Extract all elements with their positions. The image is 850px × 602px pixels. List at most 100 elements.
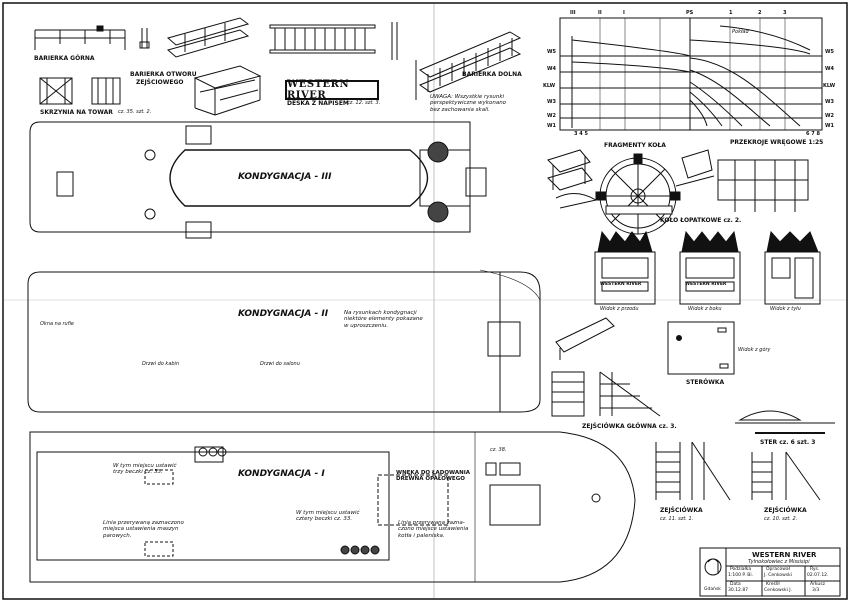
- wheel-fragments: [547, 149, 715, 209]
- station-3: PS: [686, 10, 694, 16]
- wheel-side-frame: [717, 159, 809, 212]
- wl-bottom-left: 3 4 5: [574, 131, 588, 137]
- tb-r1v-2: 02.07.12.: [807, 573, 829, 578]
- note-linia-1: Linia przerywaną zaznaczono miejsca usta…: [103, 520, 184, 539]
- label-barierka-gorna: BARIERKA GÓRNA: [34, 55, 95, 62]
- label-kondygnacja-1: KONDYGNACJA - I: [238, 469, 325, 479]
- label-zejsciowka-b: ZEJŚCIÓWKA: [764, 507, 807, 514]
- wl-bottom-right: 6 7 8: [806, 131, 820, 137]
- wl-right-5: W1: [825, 123, 834, 129]
- tb-r1v-0: 1:100 P. Bi.: [728, 573, 754, 578]
- label-cz38: cz. 38.: [490, 447, 507, 453]
- stairs-small: [655, 441, 821, 501]
- wl-right-2: KLW: [823, 83, 836, 89]
- deck-3-plan: [29, 121, 487, 239]
- tb-r2-1: Kreślił: [766, 582, 780, 587]
- label-barierka-otworu: BARIERKA OTWORU: [130, 71, 197, 78]
- label-poklad: Pokład: [732, 29, 749, 35]
- label-skrzynia: SKRZYNIA NA TOWAR: [40, 109, 113, 116]
- wl-left-4: W2: [547, 113, 556, 119]
- label-widok-z-gory: Widok z góry: [738, 347, 771, 353]
- label-drzwi-do-salonu: Drzwi do salonu: [260, 361, 300, 367]
- station-5: 2: [758, 10, 762, 16]
- note-wneka: WNĘKA DO ŁADOWANIA DREWNA OPAŁOWEGO: [396, 470, 471, 483]
- station-0: III: [570, 10, 576, 16]
- deck-2-plan: [27, 269, 541, 413]
- wl-left-2: KLW: [543, 83, 556, 89]
- note-uwaga: UWAGA: Wszystkie rysunki perspektywiczne…: [430, 94, 507, 113]
- tb-r2-0: Data: [730, 582, 741, 587]
- label-kolo-lopatkowe: KOŁO ŁOPATKOWE cz. 2.: [660, 217, 742, 224]
- tb-r2v-0: 30.12.87: [728, 588, 749, 593]
- label-kondygnacja-3: KONDYGNACJA - III: [238, 172, 332, 182]
- wl-right-0: W5: [825, 49, 834, 55]
- barierka-dolna-drawing: [415, 31, 522, 100]
- label-okna-na-rufie: Okna na rufie: [40, 321, 75, 327]
- note-uproszczenia: Na rysunkach kondygnacji niektóre elemen…: [344, 310, 423, 329]
- wl-left-5: W1: [547, 123, 556, 129]
- label-deska-part: cz. 12. szt. 3.: [347, 100, 381, 106]
- wl-left-3: W3: [547, 99, 556, 105]
- label-widok-z-tylu: Widok z tyłu: [770, 306, 801, 312]
- label-barierka-dolna: BARIERKA DOLNA: [462, 71, 522, 78]
- wheelhouse-side: [679, 230, 741, 305]
- label-sterowka: STERÓWKA: [686, 379, 725, 386]
- skrzynia-drawing: [39, 77, 121, 105]
- label-skrzynia-part: cz. 35. szt. 2.: [118, 109, 152, 115]
- label-przekroje: PRZEKROJE WRĘGOWE 1:25: [730, 139, 824, 146]
- label-zejsciowka-glowna: ZEJŚCIÓWKA GŁÓWNA cz. 3.: [582, 423, 677, 430]
- wheelhouse-rear: [764, 230, 821, 305]
- tb-r2v-1: Cenkowski J.: [764, 588, 793, 593]
- label-ster: STER cz. 6 szt. 3: [760, 439, 816, 446]
- tb-place: Gdańsk: [704, 587, 721, 592]
- title-block-frame: [699, 547, 841, 597]
- tb-r1-0: Podziałka: [730, 567, 752, 572]
- paddle-wheel: [595, 153, 681, 235]
- wl-right-1: W4: [825, 66, 834, 72]
- tb-r1-2: Rys.: [810, 567, 820, 572]
- note-beczki-2: W tym miejscu ustawić cztery beczki cz. …: [296, 510, 360, 523]
- wheelhouse-front: [594, 230, 656, 305]
- wl-right-4: W2: [825, 113, 834, 119]
- tb-r1v-1: J. Cenkowski: [764, 573, 793, 578]
- label-widok-z-boku: Widok z boku: [688, 306, 722, 312]
- label-zejsciowego: ZEJŚCIOWEGO: [136, 79, 184, 86]
- tb-r1-1: Opracował: [766, 567, 790, 572]
- title-block-subtitle: Tylnokołowiec z Missisipi: [748, 559, 810, 565]
- plate-front: WESTERN RIVER: [600, 282, 642, 287]
- label-widok-z-przodu: Widok z przodu: [600, 306, 639, 312]
- plate-side: WESTERN RIVER: [685, 282, 727, 287]
- station-6: 3: [783, 10, 787, 16]
- note-linia-2: Linia przerywaną zazna- czono miejsce us…: [398, 520, 469, 539]
- label-zejsciowka-a: ZEJŚCIÓWKA: [660, 507, 703, 514]
- label-deska-z-napisem: DESKA Z NAPISEM: [287, 100, 349, 107]
- wl-right-3: W3: [825, 99, 834, 105]
- label-drzwi-do-kabin: Drzwi do kabin: [142, 361, 180, 367]
- station-2: I: [623, 10, 625, 16]
- station-1: II: [598, 10, 602, 16]
- note-beczki-1: W tym miejscu ustawić trzy beczki cz. 33…: [113, 463, 177, 476]
- barierka-front-view: [269, 22, 398, 60]
- hull-sections: [559, 17, 823, 131]
- rudder: [735, 410, 835, 434]
- stairs-main: [551, 317, 661, 417]
- barierka-gorna-drawing: [34, 25, 126, 50]
- label-fragmenty-kola: FRAGMENTY KOŁA: [604, 142, 666, 149]
- label-zejsciowka-a-part: cz. 11. szt. 1.: [660, 516, 694, 522]
- station-4: 1: [729, 10, 733, 16]
- barierka-otworu-drawing: [193, 65, 262, 116]
- post-detail: [139, 28, 150, 49]
- barierka-perspective-1: [166, 17, 250, 58]
- tb-r2-2: Arkusz: [810, 582, 825, 587]
- nameplate-western-river: WESTERN RIVER: [285, 79, 379, 101]
- title-block-title: WESTERN RIVER: [752, 551, 817, 559]
- wl-left-0: W5: [547, 49, 556, 55]
- tb-r2v-2: 3/3: [812, 588, 820, 593]
- wheelhouse-top: [667, 321, 735, 375]
- wl-left-1: W4: [547, 66, 556, 72]
- label-kondygnacja-2: KONDYGNACJA - II: [238, 309, 329, 319]
- deck-1-plan: [29, 431, 636, 583]
- label-zejsciowka-b-part: cz. 10. szt. 2.: [764, 516, 798, 522]
